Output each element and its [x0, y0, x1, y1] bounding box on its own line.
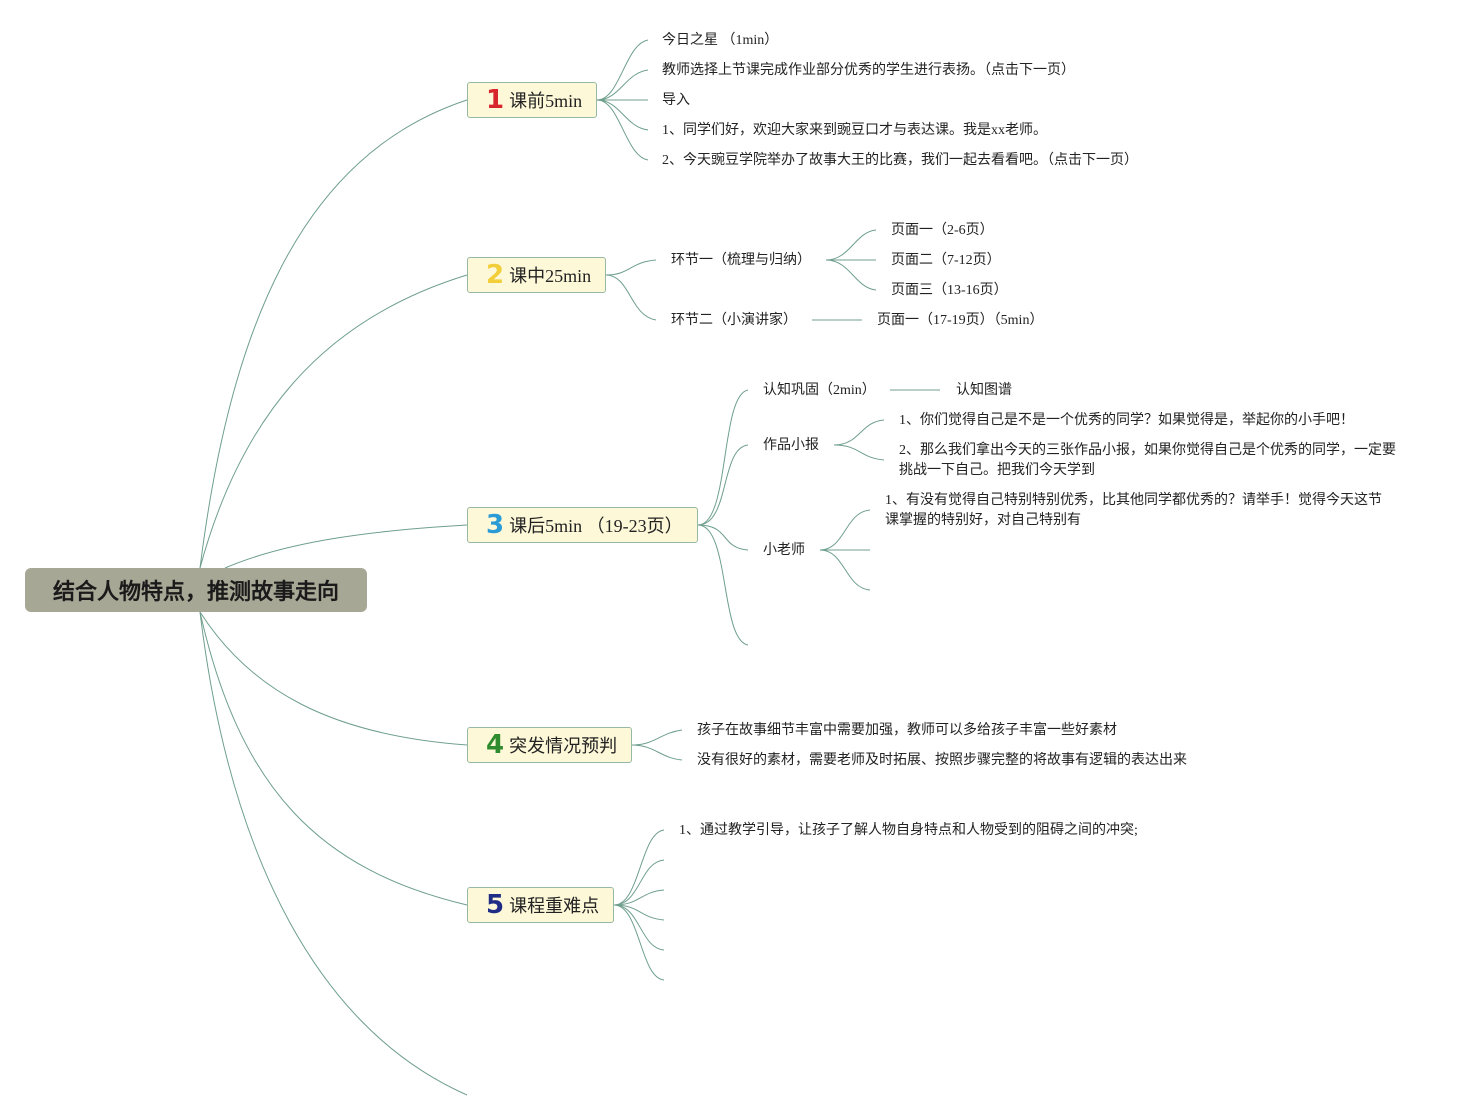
b1-item-1[interactable]: 今日之星 （1min）	[662, 33, 779, 48]
link-b3-section-2	[697, 444, 749, 526]
b2s1-item-3[interactable]: 页面三（13-16页）	[891, 283, 1008, 298]
number-1-icon: 1	[486, 85, 505, 115]
link-b1-item-2	[596, 69, 649, 101]
link-b1-item-4	[596, 99, 649, 131]
b3-section-2[interactable]: 作品小报	[763, 438, 819, 453]
branch-1-label: 课前5min	[509, 91, 583, 111]
number-3-icon: 3	[486, 510, 505, 540]
branch-1-topic[interactable]: 1 课前5min	[467, 82, 597, 118]
b3s2-item-2[interactable]: 2、那么我们拿出今天的三张作品小报，如果你觉得自己是个优秀的同学，一定要挑战一下…	[899, 443, 1396, 478]
b2s1-item-2[interactable]: 页面二（7-12页）	[891, 253, 1001, 268]
link-b5-empty-2	[613, 889, 665, 906]
link-b5-empty-4	[613, 904, 665, 951]
link-root-branch-2	[199, 274, 468, 569]
b1-item-3[interactable]: 导入	[662, 93, 690, 108]
b2s1-item-1[interactable]: 页面一（2-6页）	[891, 223, 994, 238]
number-4-icon: 4	[486, 730, 505, 760]
branch-2-label: 课中25min	[509, 266, 592, 286]
link-b3-section-3	[697, 524, 749, 551]
link-b5-item-1	[613, 829, 665, 906]
b1-item-2[interactable]: 教师选择上节课完成作业部分优秀的学生进行表扬。（点击下一页）	[662, 63, 1075, 78]
branch-2-topic[interactable]: 2 课中25min	[467, 257, 606, 293]
b3s3-item-1[interactable]: 1、有没有觉得自己特别特别优秀，比其他同学都优秀的？请举手！觉得今天这节课掌握的…	[885, 493, 1382, 528]
b3-section-3[interactable]: 小老师	[763, 543, 805, 558]
link-b2-section-2	[605, 274, 657, 321]
link-b4-item-2	[631, 744, 683, 761]
link-b2s1-item-1	[825, 229, 877, 261]
link-b3s2-item-2	[833, 444, 885, 461]
number-5-icon: 5	[486, 890, 505, 920]
link-root-branch-6	[199, 611, 468, 1096]
b1-item-4[interactable]: 1、同学们好，欢迎大家来到豌豆口才与表达课。我是xx老师。	[662, 123, 1047, 138]
b5-item-1[interactable]: 1、通过教学引导，让孩子了解人物自身特点和人物受到的阻碍之间的冲突;	[679, 823, 1138, 838]
link-b3s3-empty-2	[819, 549, 871, 591]
link-b4-item-1	[631, 729, 683, 746]
b2-section-1[interactable]: 环节一（梳理与归纳）	[671, 253, 811, 268]
branch-3-topic[interactable]: 3 课后5min （19-23页）	[467, 507, 698, 543]
b2s2-item-1[interactable]: 页面一（17-19页）（5min）	[877, 313, 1044, 328]
branch-4-label: 突发情况预判	[509, 736, 618, 756]
b3s2-item-1[interactable]: 1、你们觉得自己是不是一个优秀的同学？如果觉得是，举起你的小手吧！	[899, 413, 1354, 428]
link-b3s3-item-1	[819, 509, 871, 551]
link-b2-section-1	[605, 259, 657, 276]
link-b3-empty-section	[697, 524, 749, 646]
b4-item-2[interactable]: 没有很好的素材，需要老师及时拓展、按照步骤完整的将故事有逻辑的表达出来	[697, 753, 1187, 768]
branch-5-label: 课程重难点	[509, 896, 600, 916]
b2-section-2[interactable]: 环节二（小演讲家）	[671, 313, 797, 328]
link-root-branch-4	[199, 611, 468, 746]
link-root-branch-5	[199, 611, 468, 906]
link-b5-empty-1	[613, 859, 665, 906]
link-b1-item-5	[596, 99, 649, 161]
central-topic[interactable]: 结合人物特点，推测故事走向	[25, 568, 367, 612]
b1-item-5[interactable]: 2、今天豌豆学院举办了故事大王的比赛，我们一起去看看吧。（点击下一页）	[662, 153, 1138, 168]
branch-3-label: 课后5min （19-23页）	[509, 516, 683, 536]
link-root-branch-3	[224, 524, 468, 569]
link-b3-section-1	[697, 389, 749, 526]
b3s1-item-1[interactable]: 认知图谱	[956, 383, 1012, 398]
branch-5-topic[interactable]: 5 课程重难点	[467, 887, 614, 923]
link-root-branch-1	[199, 99, 468, 569]
branch-4-topic[interactable]: 4 突发情况预判	[467, 727, 632, 763]
link-b2s1-item-3	[825, 259, 877, 291]
number-2-icon: 2	[486, 260, 505, 290]
link-b1-item-1	[596, 39, 649, 101]
b3-section-1[interactable]: 认知巩固（2min）	[763, 383, 876, 398]
b4-item-1[interactable]: 孩子在故事细节丰富中需要加强，教师可以多给孩子丰富一些好素材	[697, 723, 1117, 738]
link-b3s2-item-1	[833, 419, 885, 446]
link-b5-empty-5	[613, 904, 665, 981]
